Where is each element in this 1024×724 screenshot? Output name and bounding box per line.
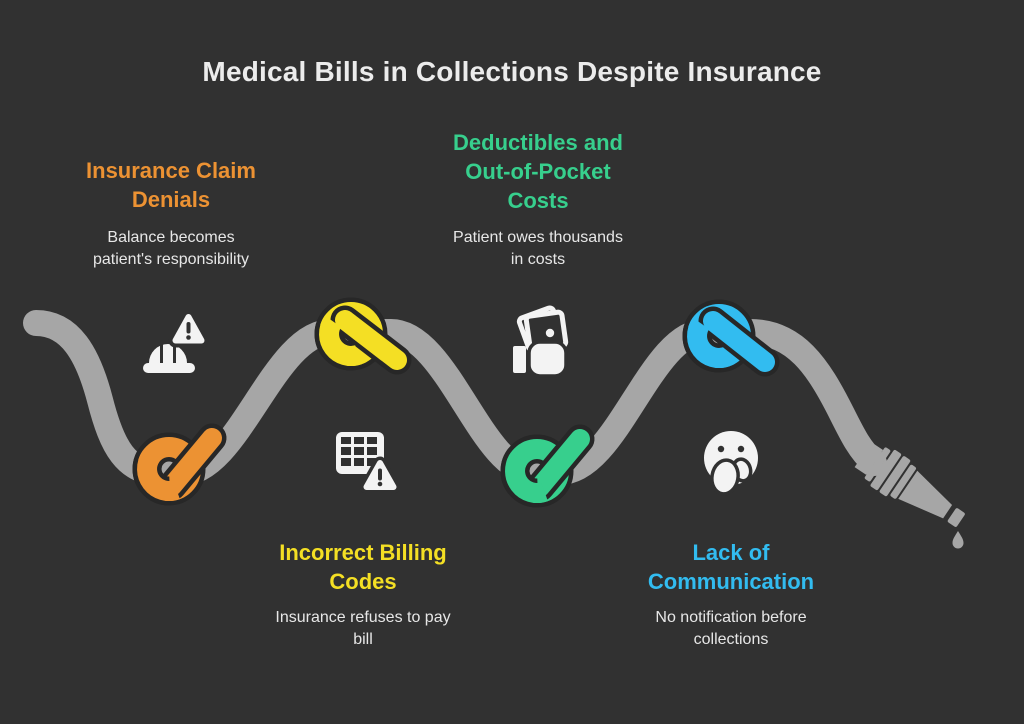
heading-deductibles-out-of-pocket: Deductibles and Out-of-Pocket Costs xyxy=(428,128,648,215)
face-hand-over-mouth-icon xyxy=(704,431,758,496)
heading-lack-of-communication: Lack of Communication xyxy=(621,538,841,596)
body-line: collections xyxy=(693,631,769,648)
body-line: patient's responsibility xyxy=(92,251,250,268)
heading-line: Deductibles and xyxy=(453,130,623,155)
body-line: Insurance refuses to pay xyxy=(275,609,451,626)
heading-line: Communication xyxy=(647,569,815,594)
body-line: No notification before xyxy=(655,609,807,626)
body-incorrect-billing-codes: Insurance refuses to pay bill xyxy=(253,607,473,651)
knot-orange xyxy=(132,423,227,506)
heading-line: Lack of xyxy=(692,540,770,565)
cash-in-hand-icon xyxy=(513,305,569,378)
heading-line: Out-of-Pocket xyxy=(465,159,611,184)
water-drop-icon xyxy=(952,531,964,549)
hard-hat-warning-icon xyxy=(143,310,209,373)
body-line: Patient owes thousands xyxy=(453,229,623,246)
knot-blue xyxy=(682,299,780,377)
hose-nozzle-icon xyxy=(854,442,965,527)
heading-line: Denials xyxy=(131,187,211,212)
heading-incorrect-billing-codes: Incorrect Billing Codes xyxy=(253,538,473,596)
body-line: Balance becomes xyxy=(107,229,235,246)
heading-line: Incorrect Billing xyxy=(279,540,447,565)
billing-table-warning-icon xyxy=(336,432,400,494)
knot-yellow xyxy=(314,297,412,375)
heading-insurance-claim-denials: Insurance Claim Denials xyxy=(61,156,281,214)
body-lack-of-communication: No notification before collections xyxy=(621,607,841,651)
hose-path xyxy=(23,310,887,486)
heading-line: Insurance Claim xyxy=(86,158,256,183)
heading-line: Codes xyxy=(329,569,397,594)
heading-line: Costs xyxy=(507,188,569,213)
knot-green xyxy=(500,424,595,508)
body-deductibles-out-of-pocket: Patient owes thousands in costs xyxy=(428,227,648,271)
body-insurance-claim-denials: Balance becomes patient's responsibility xyxy=(61,227,281,271)
body-line: in costs xyxy=(510,251,566,268)
page-title: Medical Bills in Collections Despite Ins… xyxy=(202,56,822,87)
body-line: bill xyxy=(353,631,373,648)
